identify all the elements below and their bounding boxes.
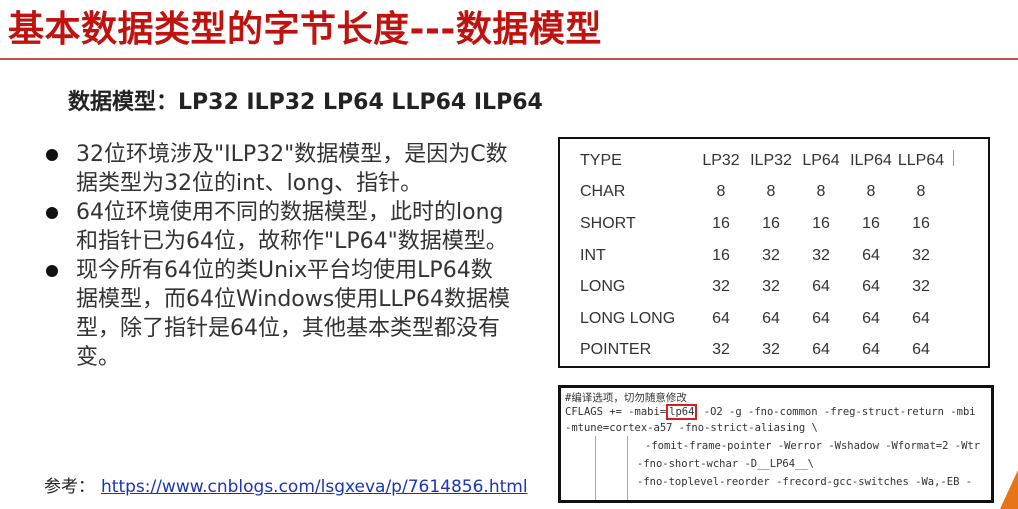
table-cell: 64: [862, 341, 880, 359]
table-header-cell: ILP64: [850, 151, 892, 169]
table-cell: 16: [812, 214, 830, 232]
table-header-cell: TYPE: [580, 151, 622, 169]
table-cell: 8: [766, 183, 776, 201]
table-cell: LONG LONG: [580, 309, 676, 327]
table-cell: 8: [916, 183, 926, 201]
bullet-dot-icon: [46, 207, 58, 219]
table-cell: 32: [762, 278, 780, 296]
code-line: -fno-short-wchar -D__LP64__\: [637, 458, 815, 470]
code-snippet-box: #编译选项，切勿随意修改 CFLAGS += -mabi=lp64 -O2 -g…: [558, 385, 994, 503]
table-cell: LONG: [580, 278, 626, 296]
table-row: POINTER 32 32 64 64 64: [580, 335, 946, 367]
table-row: LONG 32 32 64 64 32: [580, 271, 946, 303]
table-cell: CHAR: [580, 183, 626, 201]
code-line: -fomit-frame-pointer -Werror -Wshadow -W…: [645, 440, 981, 452]
table-cell: 64: [812, 278, 830, 296]
table-header-row: TYPE LP32 ILP32 LP64 ILP64 LLP64: [580, 145, 946, 177]
corner-accent-shape: [1000, 470, 1018, 509]
table-cell: 32: [912, 278, 930, 296]
table-cell: 64: [862, 278, 880, 296]
table-cell: 8: [816, 183, 826, 201]
table-cell: 32: [912, 246, 930, 264]
table-cell: 16: [762, 214, 780, 232]
table-cell: 64: [812, 309, 830, 327]
code-text: -O2 -g -fno-common -freg-struct-return -…: [697, 406, 976, 418]
table-row: CHAR 8 8 8 8 8: [580, 177, 946, 209]
table-cell: 16: [862, 214, 880, 232]
highlighted-abi-value: lp64: [666, 404, 698, 420]
data-model-table-box: TYPE LP32 ILP32 LP64 ILP64 LLP64 CHAR 8 …: [558, 137, 990, 368]
bullet-item: 64位环境使用不同的数据模型，此时的long和指针已为64位，故称作"LP64"…: [42, 198, 512, 256]
bullet-text: 现今所有64位的类Unix平台均使用LP64数据模型，而64位Windows使用…: [76, 258, 510, 370]
table-cell: 64: [862, 246, 880, 264]
indent-guide: [627, 436, 628, 500]
bullet-list: 32位环境涉及"ILP32"数据模型，是因为C数据类型为32位的int、long…: [42, 140, 512, 372]
table-cell: 64: [762, 309, 780, 327]
table-cell: INT: [580, 246, 606, 264]
table-cell: POINTER: [580, 341, 652, 359]
table-row: SHORT 16 16 16 16 16: [580, 208, 946, 240]
data-model-table: TYPE LP32 ILP32 LP64 ILP64 LLP64 CHAR 8 …: [580, 145, 946, 366]
bullet-text: 64位环境使用不同的数据模型，此时的long和指针已为64位，故称作"LP64"…: [76, 200, 508, 254]
table-header-cell: LP64: [802, 151, 840, 169]
reference: 参考： https://www.cnblogs.com/lsgxeva/p/761…: [44, 472, 528, 497]
table-cell: 16: [712, 246, 730, 264]
code-comment: #编译选项，切勿随意修改: [565, 392, 687, 404]
code-line: CFLAGS += -mabi=lp64 -O2 -g -fno-common …: [565, 404, 976, 420]
table-header-cell: LLP64: [897, 151, 945, 169]
table-cell: 16: [912, 214, 930, 232]
table-cell: 64: [862, 309, 880, 327]
reference-link[interactable]: https://www.cnblogs.com/lsgxeva/p/761485…: [101, 477, 528, 497]
bullet-dot-icon: [46, 149, 58, 161]
table-cell: 32: [762, 341, 780, 359]
title-divider: [0, 58, 1018, 60]
bullet-item: 现今所有64位的类Unix平台均使用LP64数据模型，而64位Windows使用…: [42, 256, 512, 372]
table-header-cell: ILP32: [750, 151, 792, 169]
table-cell: 32: [762, 246, 780, 264]
table-cell: 32: [712, 341, 730, 359]
table-cell: 64: [912, 341, 930, 359]
code-line: -fno-toplevel-reorder -frecord-gcc-switc…: [637, 476, 973, 488]
bullet-item: 32位环境涉及"ILP32"数据模型，是因为C数据类型为32位的int、long…: [42, 140, 512, 198]
slide-title: 基本数据类型的字节长度---数据模型: [8, 9, 602, 50]
table-cell: 64: [712, 309, 730, 327]
reference-label: 参考：: [44, 477, 95, 497]
slide-subtitle: 数据模型：LP32 ILP32 LP64 LLP64 ILP64: [68, 90, 543, 115]
code-line: -mtune=cortex-a57 -fno-strict-aliasing \: [565, 422, 818, 434]
table-header-cell: LP32: [702, 151, 740, 169]
table-cell: 64: [812, 341, 830, 359]
table-cell: 16: [712, 214, 730, 232]
table-cell: SHORT: [580, 214, 636, 232]
code-text: CFLAGS += -mabi=: [565, 406, 667, 418]
indent-guide: [595, 436, 596, 500]
table-row: LONG LONG 64 64 64 64 64: [580, 303, 946, 335]
bullet-text: 32位环境涉及"ILP32"数据模型，是因为C数据类型为32位的int、long…: [76, 142, 508, 196]
table-divider: [953, 150, 954, 166]
table-cell: 8: [716, 183, 726, 201]
table-cell: 64: [912, 309, 930, 327]
bullet-dot-icon: [46, 265, 58, 277]
table-cell: 32: [812, 246, 830, 264]
table-row: INT 16 32 32 64 32: [580, 240, 946, 272]
table-cell: 8: [866, 183, 876, 201]
table-cell: 32: [712, 278, 730, 296]
